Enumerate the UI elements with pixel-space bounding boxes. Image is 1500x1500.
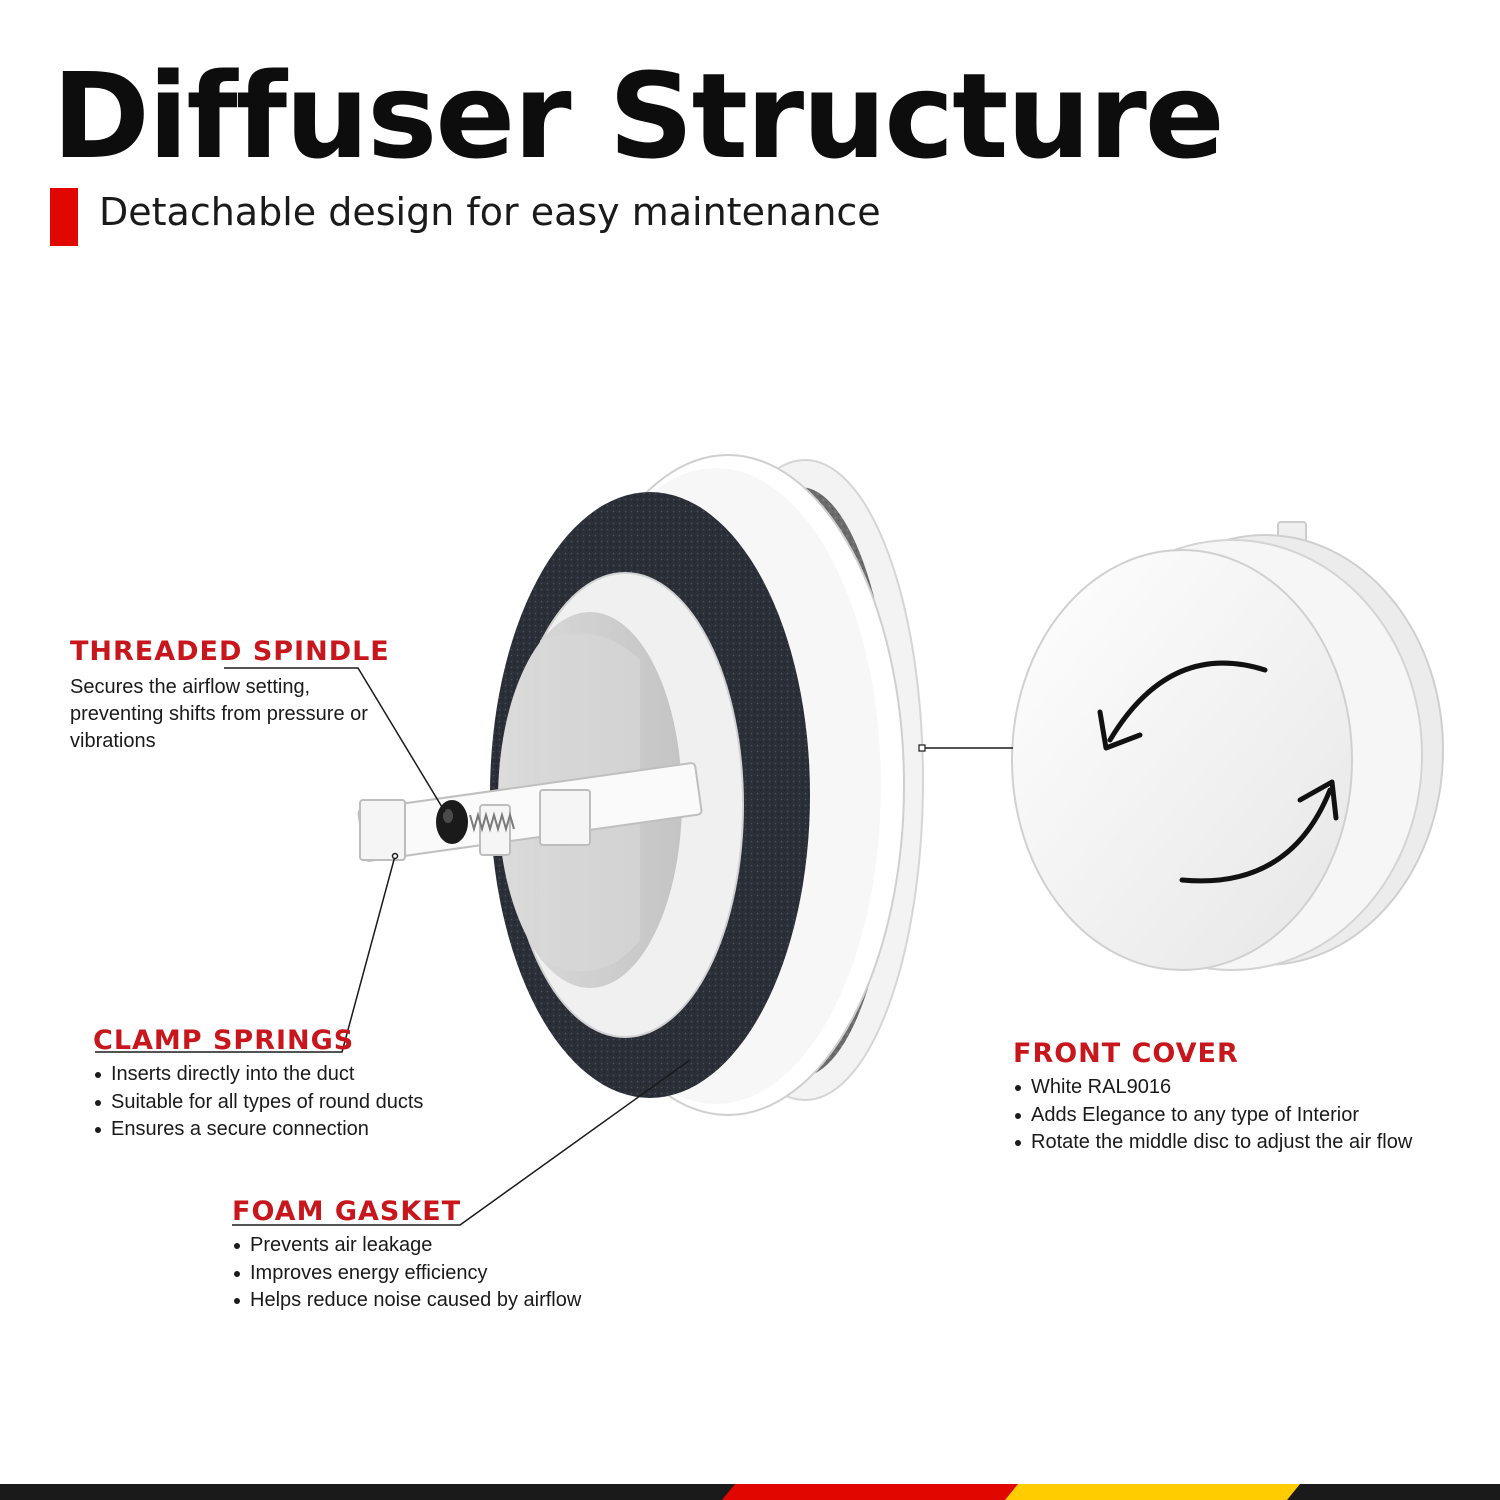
spring — [469, 811, 515, 833]
callout-clamp-springs: CLAMP SPRINGS Inserts directly into the … — [93, 1025, 423, 1144]
front-cover-list: White RAL9016 Adds Elegance to any type … — [1013, 1074, 1412, 1157]
foam-gasket-heading: FOAM GASKET — [232, 1196, 462, 1227]
list-item: Improves energy efficiency — [232, 1260, 581, 1288]
threaded-spindle-heading: THREADED SPINDLE — [70, 636, 390, 667]
page-title: Diffuser Structure — [52, 47, 1225, 185]
gasket-leader — [232, 1059, 691, 1226]
callout-front-cover: FRONT COVER White RAL9016 Adds Elegance … — [1013, 1038, 1412, 1157]
clamp-springs-list: Inserts directly into the duct Suitable … — [93, 1061, 423, 1144]
threaded-spindle-text: Secures the airflow setting, preventing … — [70, 676, 368, 753]
springs-leader — [95, 855, 396, 1053]
spindle-knob — [436, 800, 468, 844]
clamp-bracket — [357, 762, 703, 862]
front-cover-disc — [1011, 521, 1444, 971]
rotate-arrows-icon — [1097, 660, 1339, 884]
list-item: Suitable for all types of round ducts — [93, 1089, 423, 1117]
front-cover-heading: FRONT COVER — [1013, 1038, 1239, 1069]
list-item: Inserts directly into the duct — [93, 1061, 423, 1089]
list-item: Helps reduce noise caused by airflow — [232, 1287, 581, 1315]
list-item: Ensures a secure connection — [93, 1116, 423, 1144]
spindle-leader — [224, 667, 446, 813]
foam-gasket-list: Prevents air leakage Improves energy eff… — [232, 1232, 581, 1315]
leader-lines — [95, 667, 1013, 1226]
callout-threaded-spindle: THREADED SPINDLE Secures the airflow set… — [70, 636, 390, 755]
page-subtitle: Detachable design for easy maintenance — [99, 190, 881, 234]
accent-bar — [50, 188, 78, 246]
footer-stripe — [0, 1484, 1500, 1500]
list-item: Adds Elegance to any type of Interior — [1013, 1102, 1412, 1130]
list-item: White RAL9016 — [1013, 1074, 1412, 1102]
clamp-springs-heading: CLAMP SPRINGS — [93, 1025, 355, 1056]
list-item: Rotate the middle disc to adjust the air… — [1013, 1129, 1412, 1157]
list-item: Prevents air leakage — [232, 1232, 581, 1260]
callout-foam-gasket: FOAM GASKET Prevents air leakage Improve… — [232, 1196, 581, 1315]
